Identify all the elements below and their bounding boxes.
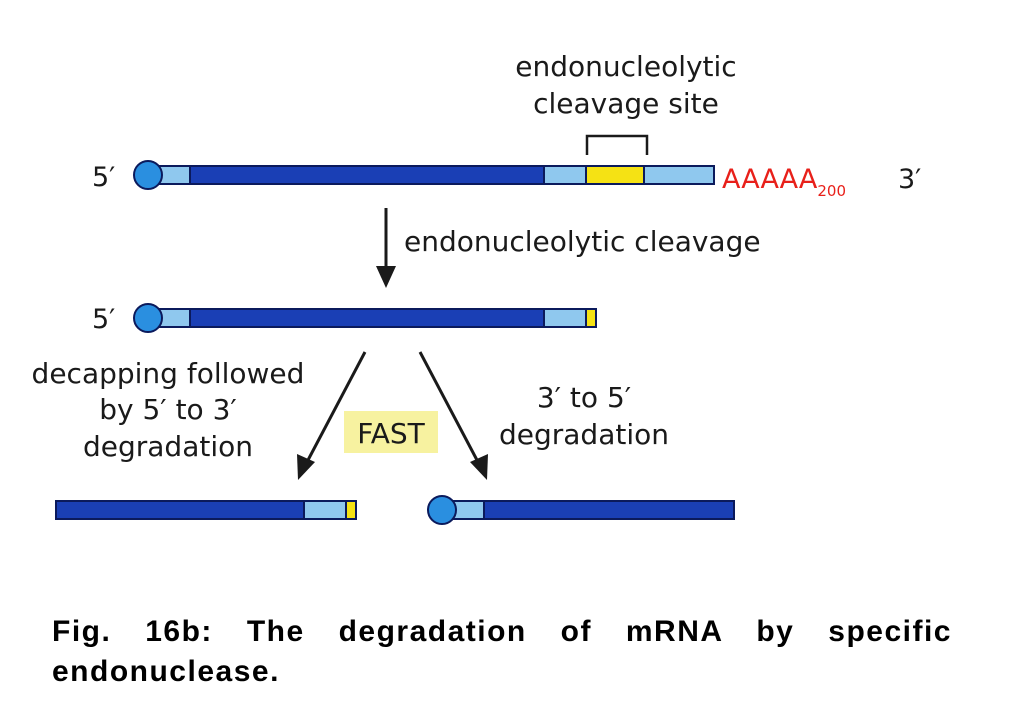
- cleavage-arrow-head-icon: [376, 266, 396, 288]
- right-arrow-shaft: [418, 351, 480, 463]
- cleavage-site-label-line1: endonucleolytic: [515, 50, 736, 83]
- right-arrow-head-icon: [470, 454, 488, 480]
- coding-region-segment: [483, 500, 735, 520]
- right-path-label-line2: degradation: [499, 418, 669, 451]
- utr-3-segment: [543, 308, 587, 328]
- coding-region-segment: [189, 308, 545, 328]
- cap-icon: [133, 303, 163, 333]
- cleavage-site-bracket: [585, 134, 649, 155]
- cleavage-remnant-segment: [585, 308, 597, 328]
- fast-badge: FAST: [357, 417, 425, 450]
- left-arrow-shaft: [305, 351, 367, 463]
- coding-region-segment: [189, 165, 545, 185]
- left-path-label-line2: by 5′ to 3′: [99, 393, 237, 426]
- full-mrna: [133, 160, 715, 190]
- fast-badge-background: [344, 411, 438, 453]
- cleaved-mrna: [133, 303, 597, 333]
- cap-icon: [427, 495, 457, 525]
- decapped-mrna-fragment: [55, 500, 357, 520]
- capped-mrna-fragment: [427, 495, 735, 525]
- utr-3-segment-b: [643, 165, 715, 185]
- cap-icon: [133, 160, 163, 190]
- left-path-label-line1: decapping followed: [32, 357, 305, 390]
- utr-3-segment-a: [543, 165, 587, 185]
- five-prime-label-middle: 5′: [92, 304, 115, 335]
- left-arrow-head-icon: [297, 454, 315, 480]
- five-prime-label-top: 5′: [92, 162, 115, 193]
- poly-a-tail: AAAAA200: [722, 164, 846, 200]
- cleavage-site-segment: [585, 165, 645, 185]
- cleavage-site-label-line2: cleavage site: [533, 87, 719, 120]
- utr-3-segment: [303, 500, 347, 520]
- three-prime-label-top: 3′: [898, 164, 921, 195]
- endonucleolytic-cleavage-label: endonucleolytic cleavage: [404, 225, 761, 258]
- right-path-label-line1: 3′ to 5′: [537, 381, 631, 414]
- left-path-label-line3: degradation: [83, 430, 253, 463]
- cleavage-remnant-segment: [345, 500, 357, 520]
- coding-region-segment: [55, 500, 305, 520]
- figure-caption: Fig. 16b: The degradation of mRNA by spe…: [52, 615, 952, 688]
